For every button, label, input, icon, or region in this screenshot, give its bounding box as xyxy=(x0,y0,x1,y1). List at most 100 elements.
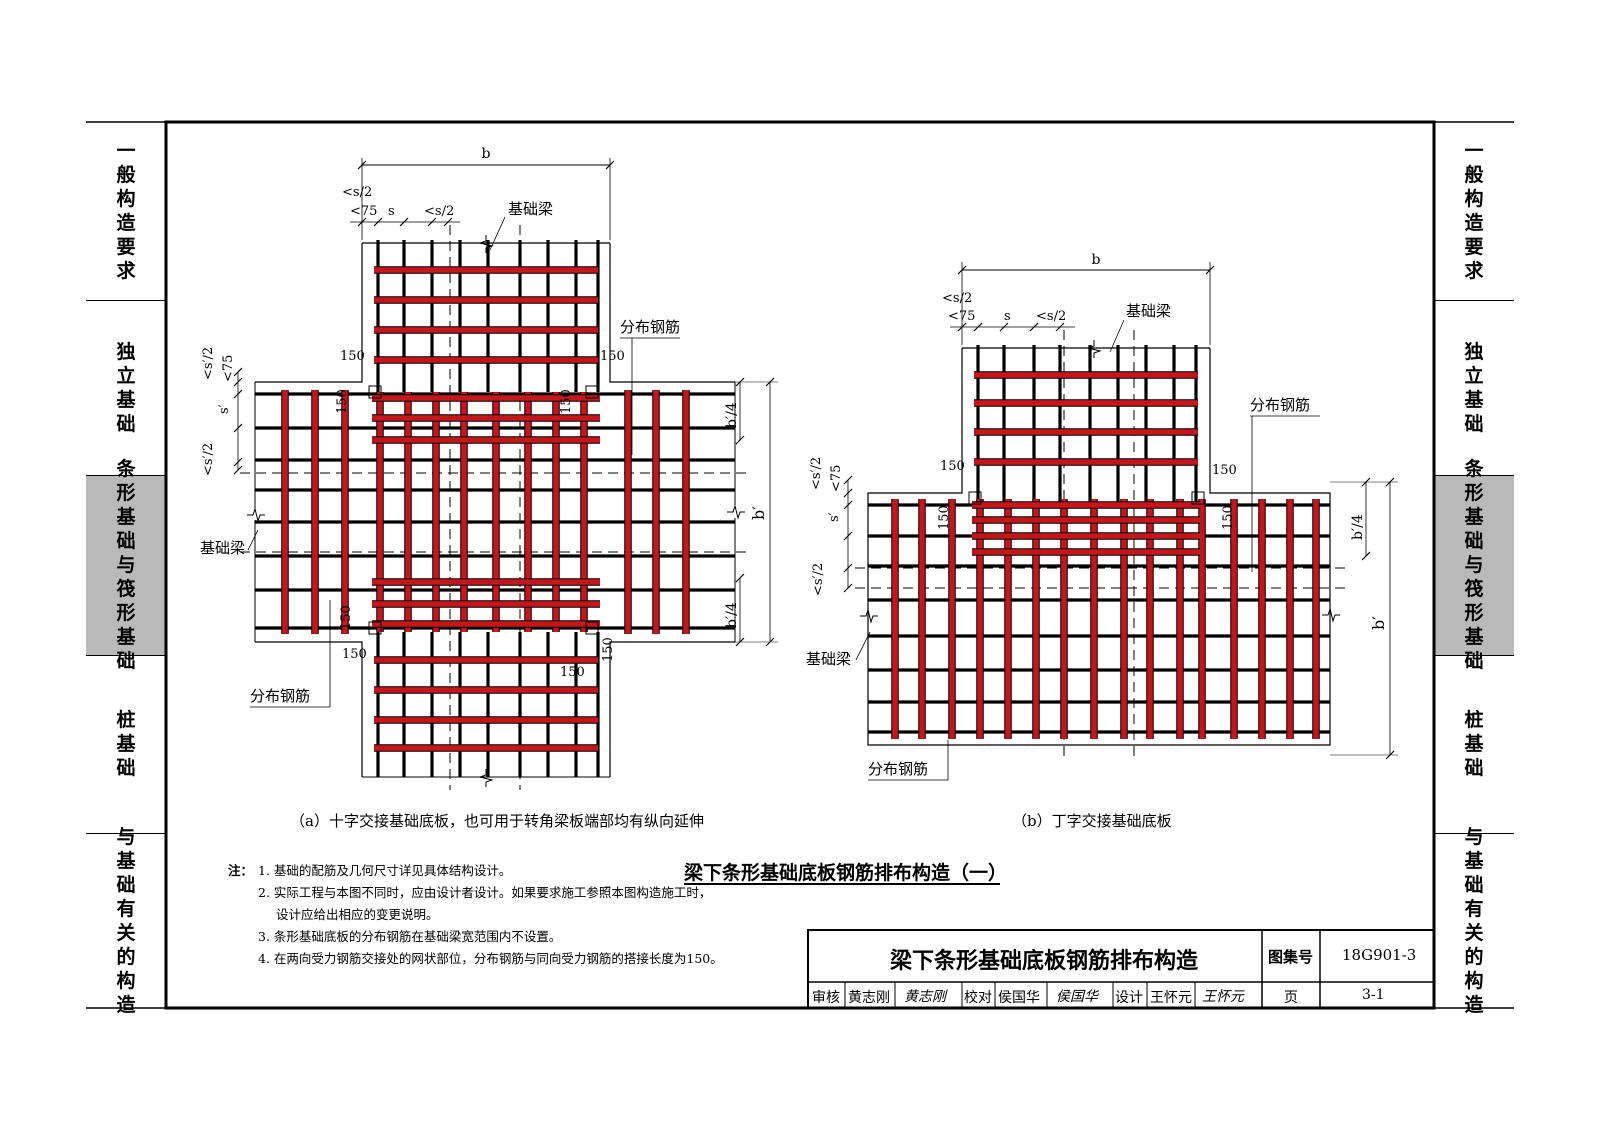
lap-150-label: 150 xyxy=(340,349,365,364)
notes-label: 注： xyxy=(228,863,254,878)
dim-sp-label: s′ xyxy=(217,404,232,414)
right-nav-tab-label: 一般构造要求 xyxy=(1464,140,1484,282)
note-1: 1. 基础的配筋及几何尺寸详见具体结构设计。 xyxy=(258,863,512,878)
left-nav-tab-separator xyxy=(86,300,166,301)
leader xyxy=(247,529,259,551)
left-nav-tab-label: 桩基础 xyxy=(116,709,136,779)
lap-corner-mark xyxy=(368,385,382,399)
atlas-label: 图集号 xyxy=(1268,948,1314,966)
left-nav-tab-label: 独立基础 xyxy=(116,340,136,435)
caption-b: （b）丁字交接基础底板 xyxy=(1012,812,1172,830)
dim-bp4-upper-label: b′/4 xyxy=(724,402,740,428)
drawing-frame xyxy=(164,120,1436,1010)
left-nav-tab-2[interactable]: 条形基础与筏形基础 xyxy=(86,458,166,672)
beam-label-top: 基础梁 xyxy=(1126,302,1171,320)
right-nav-tab-separator xyxy=(1434,655,1514,656)
dim-tick xyxy=(233,367,243,377)
left-nav-tab-label: 一般构造要求 xyxy=(116,140,136,282)
figure-title: 梁下条形基础底板钢筋排布构造（一） xyxy=(684,862,1008,884)
dist-rebar-label-top: 分布钢筋 xyxy=(1250,396,1310,414)
dim-tick xyxy=(843,488,853,498)
check-label: 校对 xyxy=(964,990,992,1006)
dim-tick xyxy=(735,573,745,583)
dist-rebar-label-bottom: 分布钢筋 xyxy=(250,687,310,705)
dim-sp2-lower-label: <s′/2 xyxy=(811,563,826,596)
review-label: 审核 xyxy=(812,990,840,1006)
design-label: 设计 xyxy=(1115,990,1143,1006)
right-nav-tab-4[interactable]: 与基础有关的构造 xyxy=(1434,826,1514,1016)
lap-150-label: 150 xyxy=(339,605,354,630)
lap-150-label: 150 xyxy=(560,665,585,680)
note-3: 3. 条形基础底板的分布钢筋在基础梁宽范围内不设置。 xyxy=(258,929,562,944)
dim-tick xyxy=(373,217,383,227)
right-nav-tab-label: 与基础有关的构造 xyxy=(1464,825,1484,1016)
lap-corner-mark xyxy=(368,621,382,635)
dim-bp4-lower-label: b′/4 xyxy=(724,602,740,628)
dim-tick xyxy=(843,583,853,593)
dim-sp75-label: <75 xyxy=(221,355,236,382)
plate-outline xyxy=(255,242,735,777)
note-4: 4. 在两向受力钢筋交接处的网状部位，分布钢筋与同向受力钢筋的搭接长度为150。 xyxy=(258,951,723,966)
break-mark-left xyxy=(860,608,878,624)
page-number: 3-1 xyxy=(1362,987,1385,1003)
dim-bp-label: b′ xyxy=(749,506,768,520)
dim-sp2-lower-label: <s′/2 xyxy=(201,443,216,476)
left-nav-tab-separator xyxy=(86,655,166,656)
lap-150-label: 150 xyxy=(1212,463,1237,478)
left-nav-tab-label: 与基础有关的构造 xyxy=(116,825,136,1016)
lap-corner-mark xyxy=(585,385,599,399)
dim-s2-right-label: <s/2 xyxy=(1036,309,1066,324)
left-nav-tab-separator xyxy=(86,833,166,834)
dim-tick xyxy=(233,457,243,467)
right-nav-tab-0[interactable]: 一般构造要求 xyxy=(1434,122,1514,300)
dim-tick xyxy=(233,465,243,475)
beam-label-top: 基础梁 xyxy=(508,200,553,218)
dim-tick xyxy=(999,322,1009,332)
lap-150-label: 150 xyxy=(600,349,625,364)
reviewer-signature: 黄志刚 xyxy=(904,989,946,1005)
dim-tick xyxy=(843,500,853,510)
dim-sp2-label: <s′/2 xyxy=(201,347,216,380)
left-nav-tab-0[interactable]: 一般构造要求 xyxy=(86,122,166,300)
page-label: 页 xyxy=(1284,990,1298,1006)
dim-s2-label: <s/2 xyxy=(942,291,972,306)
atlas-number: 18G901-3 xyxy=(1342,946,1417,964)
dim-b-label: b xyxy=(482,146,491,162)
dim-tick xyxy=(427,217,437,227)
break-mark-right xyxy=(1322,607,1340,623)
dim-tick xyxy=(357,217,367,227)
lap-corner-mark xyxy=(1191,491,1205,505)
left-nav-tab-4[interactable]: 与基础有关的构造 xyxy=(86,826,166,1016)
dim-75-label: <75 xyxy=(350,204,377,219)
notes: 注：1. 基础的配筋及几何尺寸详见具体结构设计。 2. 实际工程与本图不同时，应… xyxy=(228,860,723,970)
dim-bp-label: b′ xyxy=(1369,616,1388,630)
left-nav-tab-1[interactable]: 独立基础 xyxy=(86,300,166,475)
left-nav-tab-3[interactable]: 桩基础 xyxy=(86,655,166,833)
break-mark-top xyxy=(478,235,494,253)
dim-tick xyxy=(399,217,409,227)
right-nav-tab-separator xyxy=(1434,475,1514,476)
right-nav-tab-1[interactable]: 独立基础 xyxy=(1434,300,1514,475)
left-nav-tab-label: 条形基础与筏形基础 xyxy=(116,458,136,672)
dim-b-label: b xyxy=(1092,252,1101,268)
drawing-title: 梁下条形基础底板钢筋排布构造 xyxy=(890,949,1199,974)
lap-corner-mark xyxy=(585,621,599,635)
break-mark-bottom xyxy=(478,769,494,787)
dim-sp2-label: <s′/2 xyxy=(809,457,824,490)
dim-bp4-label: b′/4 xyxy=(1350,514,1366,540)
note-2-cont: 设计应给出相应的变更说明。 xyxy=(276,907,439,922)
right-nav-tab-separator xyxy=(1434,300,1514,301)
dim-tick xyxy=(1029,322,1039,332)
right-nav-tab-3[interactable]: 桩基础 xyxy=(1434,655,1514,833)
leader xyxy=(489,216,506,251)
lap-150-label: 150 xyxy=(342,647,367,662)
dim-s-label: s xyxy=(1004,309,1011,324)
title-block xyxy=(807,929,1435,1009)
dim-tick xyxy=(843,475,853,485)
right-nav-tab-2[interactable]: 条形基础与筏形基础 xyxy=(1434,458,1514,672)
beam-label-left: 基础梁 xyxy=(806,650,851,668)
lap-150-label: 150 xyxy=(1221,505,1236,530)
